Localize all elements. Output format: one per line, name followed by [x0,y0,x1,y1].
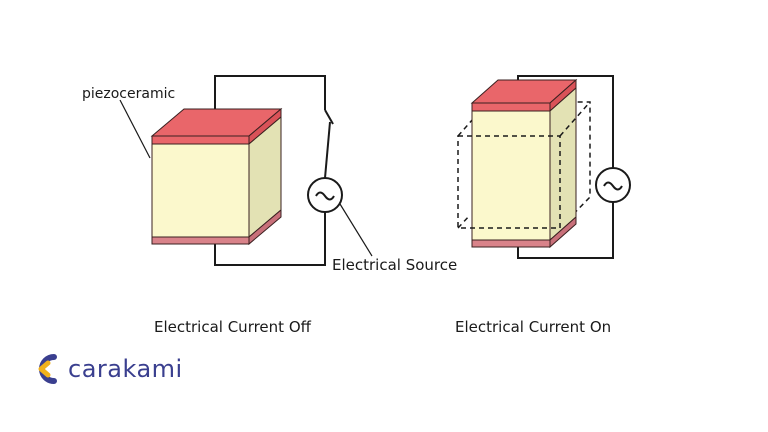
electrical-source-label: Electrical Source [332,256,457,274]
block-bottom-strip [471,239,551,248]
open-switch-icon [324,109,334,125]
piezoceramic-leader-line [119,99,151,159]
carakami-logo-icon [38,354,57,384]
ac-source-icon [595,167,631,203]
block-top-slab-front [471,102,551,112]
caption-current-on: Electrical Current On [455,318,611,336]
block-bottom-strip-side [248,208,282,246]
ac-source-icon [307,177,343,213]
block-current-on [457,75,631,259]
block-front-face [151,143,250,238]
circuit-wire-off [214,75,331,266]
caption-current-off: Electrical Current Off [154,318,312,336]
block-current-off: piezoceramic [82,75,343,266]
carakami-logo[interactable]: carakami [32,352,183,386]
piezoceramic-label: piezoceramic [82,86,175,102]
block-side-face [549,86,577,242]
source-leader-line [339,203,373,257]
piezoceramic-block-off [150,107,283,246]
block-bottom-strip [151,236,250,245]
block-top-slab-front [151,135,250,145]
piezoceramic-block-on [470,78,578,249]
logo-text: carakami [68,355,183,383]
expanded-outline-front [457,101,591,229]
block-bottom-strip-side [549,215,577,249]
block-front-face [471,110,551,241]
